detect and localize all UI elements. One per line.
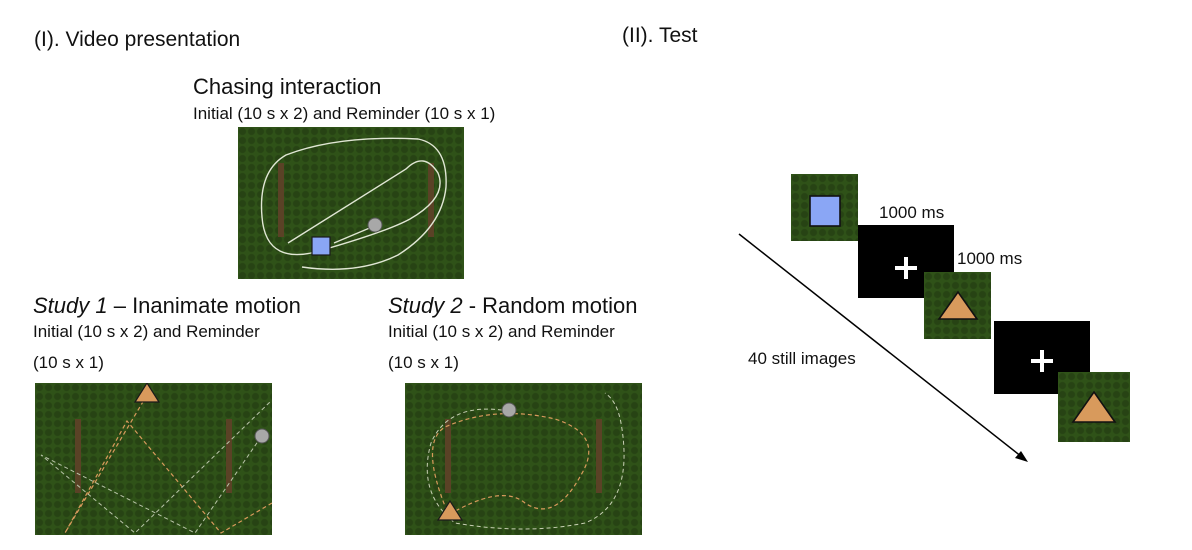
chasing-video-frame bbox=[238, 127, 464, 279]
gray-ball bbox=[501, 402, 517, 418]
left-bar bbox=[278, 163, 284, 237]
right-bar bbox=[596, 419, 602, 493]
orange-triangle bbox=[937, 290, 979, 320]
ball-trail bbox=[426, 392, 625, 530]
timing-label-2: 1000 ms bbox=[957, 249, 1023, 268]
study1-title: Study 1 – Inanimate motion bbox=[33, 293, 301, 318]
test-frame-triangle-2 bbox=[1058, 372, 1130, 442]
study2-line1: Initial (10 s x 2) and Reminder bbox=[388, 322, 615, 341]
study2-line2: (10 s x 1) bbox=[388, 353, 459, 372]
gray-ball bbox=[367, 217, 383, 233]
gray-ball bbox=[254, 428, 270, 444]
test-frame-square bbox=[791, 174, 858, 241]
section-test-heading: (II). Test bbox=[622, 24, 698, 47]
triangle-trail bbox=[64, 394, 272, 534]
study1-line1: Initial (10 s x 2) and Reminder bbox=[33, 322, 260, 341]
square-trail bbox=[333, 226, 373, 244]
arrow-head bbox=[1015, 451, 1028, 462]
section-video-heading: (I). Video presentation bbox=[34, 28, 241, 51]
arrow-label: 40 still images bbox=[748, 349, 856, 368]
right-bar bbox=[428, 163, 434, 237]
ball-trail bbox=[40, 400, 272, 534]
chasing-title: Chasing interaction bbox=[193, 74, 382, 99]
timing-label-1: 1000 ms bbox=[879, 203, 945, 222]
study2-video-frame bbox=[405, 383, 642, 535]
chase-path bbox=[260, 137, 447, 270]
orange-triangle bbox=[436, 499, 464, 521]
right-bar bbox=[226, 419, 232, 493]
fixation-cross bbox=[1029, 348, 1055, 374]
fixation-cross bbox=[893, 255, 919, 281]
orange-triangle bbox=[1071, 390, 1117, 423]
study1-video-frame bbox=[35, 383, 272, 535]
chasing-subtitle: Initial (10 s x 2) and Reminder (10 s x … bbox=[193, 104, 496, 123]
left-bar bbox=[445, 419, 451, 493]
triangle-trail bbox=[431, 412, 590, 518]
left-bar bbox=[75, 419, 81, 493]
orange-triangle bbox=[133, 383, 161, 403]
study1-line2: (10 s x 1) bbox=[33, 353, 104, 372]
blue-square bbox=[809, 195, 841, 227]
test-frame-triangle-1 bbox=[924, 272, 991, 339]
blue-square bbox=[311, 236, 331, 256]
study2-title: Study 2 - Random motion bbox=[388, 293, 638, 318]
